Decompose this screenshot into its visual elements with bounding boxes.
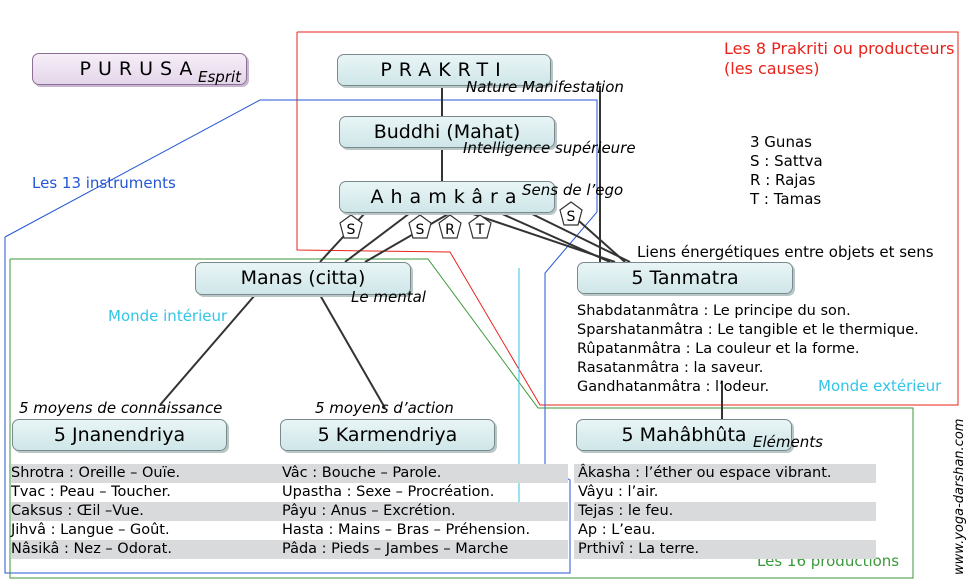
table-row: Ap : L’eau. <box>578 522 656 538</box>
svg-text:R: R <box>445 222 455 238</box>
action-annotation: 5 moyens d’action <box>315 399 454 417</box>
productions-region-border <box>9 258 914 579</box>
link-ahamkara-tanmatra-3 <box>529 212 631 263</box>
table-row: Upastha : Sexe – Procréation. <box>282 484 495 500</box>
list-item: Sparshatanmâtra : Le tangible et le ther… <box>577 322 919 338</box>
intelligence-annotation: Intelligence supérieure <box>463 139 636 157</box>
table-row: Pâyu : Anus – Excrétion. <box>276 502 568 521</box>
link-ahamkara-manas-2 <box>344 212 411 263</box>
table-row: Shrotra : Oreille – Ouïe. <box>11 464 276 483</box>
link-manas-jnanendriya <box>159 294 256 406</box>
karmendriya-list: Vâc : Bouche – Parole. Upastha : Sexe – … <box>276 464 568 559</box>
link-manas-karmendriya <box>319 294 386 409</box>
tanmatra-node: 5 Tanmatra <box>577 262 793 294</box>
table-row: Pâda : Pieds – Jambes – Marche <box>276 540 568 559</box>
link-ahamkara-manas-3 <box>364 212 451 263</box>
list-item: Rûpatanmâtra : La couleur et la forme. <box>577 341 860 357</box>
interieur-label: Monde intérieur <box>108 307 228 325</box>
nature-annotation: Nature Manifestation <box>466 78 624 96</box>
table-row: Prthivî : La terre. <box>574 540 876 559</box>
svg-text:S: S <box>416 222 425 238</box>
guna-sattva: S : Sattva <box>750 152 823 170</box>
svg-text:T: T <box>475 222 485 238</box>
jnanendriya-node: 5 Jnanendriya <box>12 419 227 451</box>
guna-tamas: T : Tamas <box>750 190 822 208</box>
instruments-region-label: Les 13 instruments <box>32 174 176 192</box>
gunas-block: 3 Gunas S : Sattva R : Rajas T : Tamas <box>750 133 823 209</box>
table-row: Hasta : Mains – Bras – Préhension. <box>282 522 531 538</box>
site-credit: www.yoga-darshan.com <box>952 418 967 575</box>
gunas-title: 3 Gunas <box>750 133 812 151</box>
table-row: Âkasha : l’éther ou espace vibrant. <box>574 464 876 483</box>
purusa-node: PURUSA <box>32 53 247 85</box>
buddhi-node: Buddhi (Mahat) <box>339 116 555 148</box>
guna-badge-s1: S <box>339 214 363 239</box>
ahamkara-node: Ahamkâra <box>339 181 555 213</box>
table-row: Vâyu : l’air. <box>578 484 659 500</box>
prakrti-node: PRAKRTI <box>337 54 551 86</box>
manas-node: Manas (citta) <box>195 262 411 295</box>
liens-annotation: Liens énergétiques entre objets et sens <box>637 243 934 261</box>
list-item: Shabdatanmâtra : Le principe du son. <box>577 303 851 319</box>
prakriti-region-label-1: Les 8 Prakriti ou producteurs <box>724 39 955 58</box>
exterieur-label: Monde extérieur <box>818 377 942 395</box>
svg-text:S: S <box>567 209 576 225</box>
list-item: Rasatanmâtra : la saveur. <box>577 360 764 376</box>
guna-badge-t: T <box>468 214 492 239</box>
table-row: Jihvâ : Langue – Goût. <box>11 522 170 538</box>
mental-annotation: Le mental <box>351 288 426 306</box>
table-row: Vâc : Bouche – Parole. <box>276 464 568 483</box>
elements-annotation: Eléments <box>753 433 823 451</box>
mahabhuta-list: Âkasha : l’éther ou espace vibrant. Vâyu… <box>574 464 876 559</box>
connaissance-annotation: 5 moyens de connaissance <box>19 399 223 417</box>
link-ahamkara-tanmatra-2 <box>499 212 611 263</box>
mahabhuta-node: 5 Mahâbhûta <box>576 419 792 451</box>
karmendriya-node: 5 Karmendriya <box>280 419 495 451</box>
svg-text:S: S <box>347 222 356 238</box>
esprit-annotation: Esprit <box>198 68 242 86</box>
jnanendriya-list: Shrotra : Oreille – Ouïe. Tvac : Peau – … <box>11 464 276 559</box>
sens-ego-annotation: Sens de l’ego <box>522 181 624 199</box>
guna-badge-s2: S <box>408 214 432 239</box>
list-item: Gandhatanmâtra : l’odeur. <box>577 379 770 395</box>
guna-rajas: R : Rajas <box>750 171 816 189</box>
purusa-label: PURUSA <box>79 58 200 80</box>
table-row: Tejas : le feu. <box>574 502 876 521</box>
tanmatra-list: Shabdatanmâtra : Le principe du son. Spa… <box>577 302 962 397</box>
prakriti-region-label-2: (les causes) <box>724 59 820 78</box>
table-row: Tvac : Peau – Toucher. <box>11 484 171 500</box>
table-row: Nâsikâ : Nez – Odorat. <box>11 540 276 559</box>
guna-badge-r: R <box>438 214 462 239</box>
table-row: Caksus : Œil –Vue. <box>11 502 276 521</box>
prakriti-region-border <box>296 31 959 406</box>
guna-badge-s3: S <box>559 201 583 226</box>
instruments-region-border <box>4 99 598 574</box>
